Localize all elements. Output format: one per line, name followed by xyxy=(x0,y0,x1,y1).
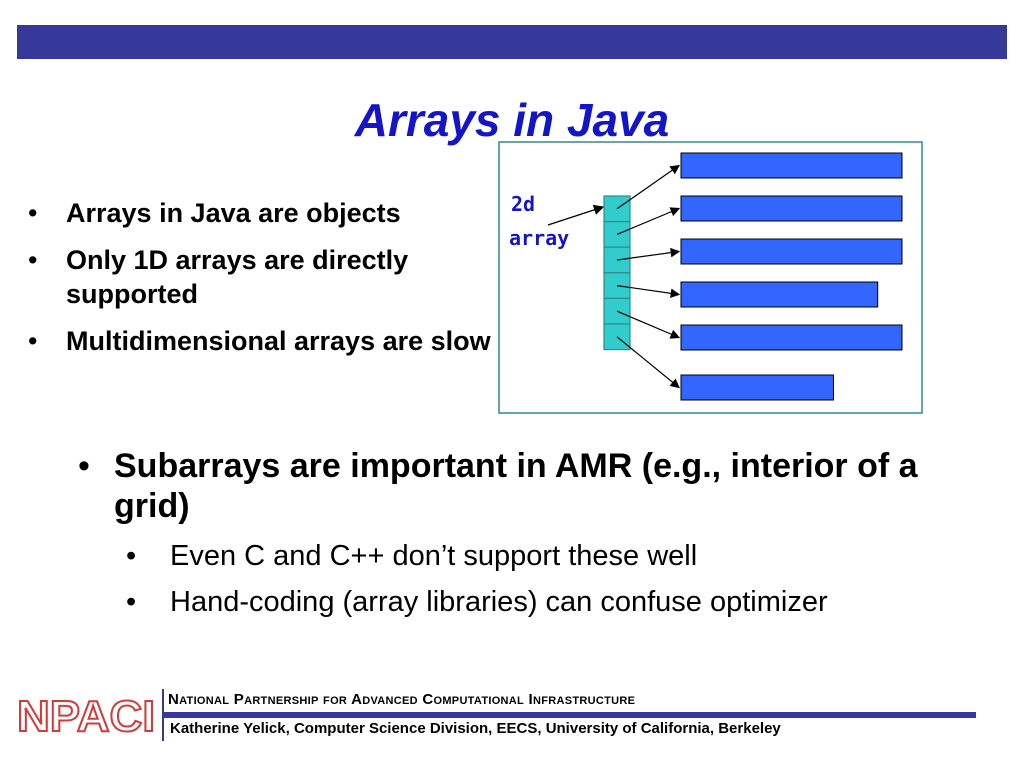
row-array xyxy=(680,281,879,308)
bullet-text: Multidimensional arrays are slow xyxy=(66,326,491,356)
top-header-bar xyxy=(17,25,1007,59)
npaci-logo: NPACI xyxy=(17,691,156,739)
row-array xyxy=(680,324,903,351)
row-array xyxy=(680,238,903,265)
sub-bullet-list: • Even C and C++ don’t support these well… xyxy=(114,538,978,620)
main-bullet-item: • Subarrays are important in AMR (e.g., i… xyxy=(78,446,978,620)
pointer-arrow xyxy=(616,247,681,261)
sub-bullet-item: • Even C and C++ don’t support these well xyxy=(126,538,978,574)
footer-organization: National Partnership for Advanced Comput… xyxy=(168,691,636,708)
pointer-arrow xyxy=(616,336,680,389)
intro-bullet-list: • Arrays in Java are objects • Only 1D arr… xyxy=(28,196,508,371)
2d-array-diagram: 2d array xyxy=(498,141,923,414)
bullet-glyph: • xyxy=(126,586,137,618)
bullet-item: • Multidimensional arrays are slow xyxy=(28,324,508,358)
row-array xyxy=(680,195,903,222)
diagram-label-line2: array xyxy=(509,226,569,250)
bullet-glyph: • xyxy=(78,447,90,485)
bullet-glyph: • xyxy=(28,198,38,228)
pointer-arrow xyxy=(616,285,681,299)
pointer-arrow xyxy=(616,207,681,235)
bullet-glyph: • xyxy=(126,540,137,572)
main-bullet-list: • Subarrays are important in AMR (e.g., i… xyxy=(78,446,978,630)
sub-bullet-text: Hand-coding (array libraries) can confus… xyxy=(170,586,828,618)
slide-title: Arrays in Java xyxy=(354,94,670,146)
bullet-item: • Arrays in Java are objects xyxy=(28,196,508,230)
sub-bullet-text: Even C and C++ don’t support these well xyxy=(170,540,698,572)
bullet-glyph: • xyxy=(28,326,38,356)
main-bullet-text: Subarrays are important in AMR (e.g., in… xyxy=(114,447,918,525)
diagram-label-line1: 2d xyxy=(511,192,535,216)
row-array xyxy=(680,374,834,401)
diagram-frame xyxy=(498,141,923,414)
row-array xyxy=(680,152,903,179)
sub-bullet-item: • Hand-coding (array libraries) can confu… xyxy=(126,584,978,620)
footer-author: Katherine Yelick, Computer Science Divis… xyxy=(170,720,781,737)
bullet-glyph: • xyxy=(28,245,38,275)
row-arrays xyxy=(680,152,903,401)
index-cell xyxy=(603,323,631,351)
pointer-arrow xyxy=(616,164,680,210)
bullet-item: • Only 1D arrays are directly supported xyxy=(28,243,508,311)
pointer-arrow xyxy=(616,310,681,339)
bullet-text: Arrays in Java are objects xyxy=(66,198,401,228)
footer-divider-bar xyxy=(162,712,976,718)
logo-text: NPACI xyxy=(17,692,155,739)
index-array-column xyxy=(603,195,631,351)
pointer-arrows xyxy=(616,164,681,389)
index-cell xyxy=(603,297,631,325)
bullet-text: Only 1D arrays are directly supported xyxy=(66,245,409,309)
label-pointer-arrow xyxy=(547,204,605,226)
